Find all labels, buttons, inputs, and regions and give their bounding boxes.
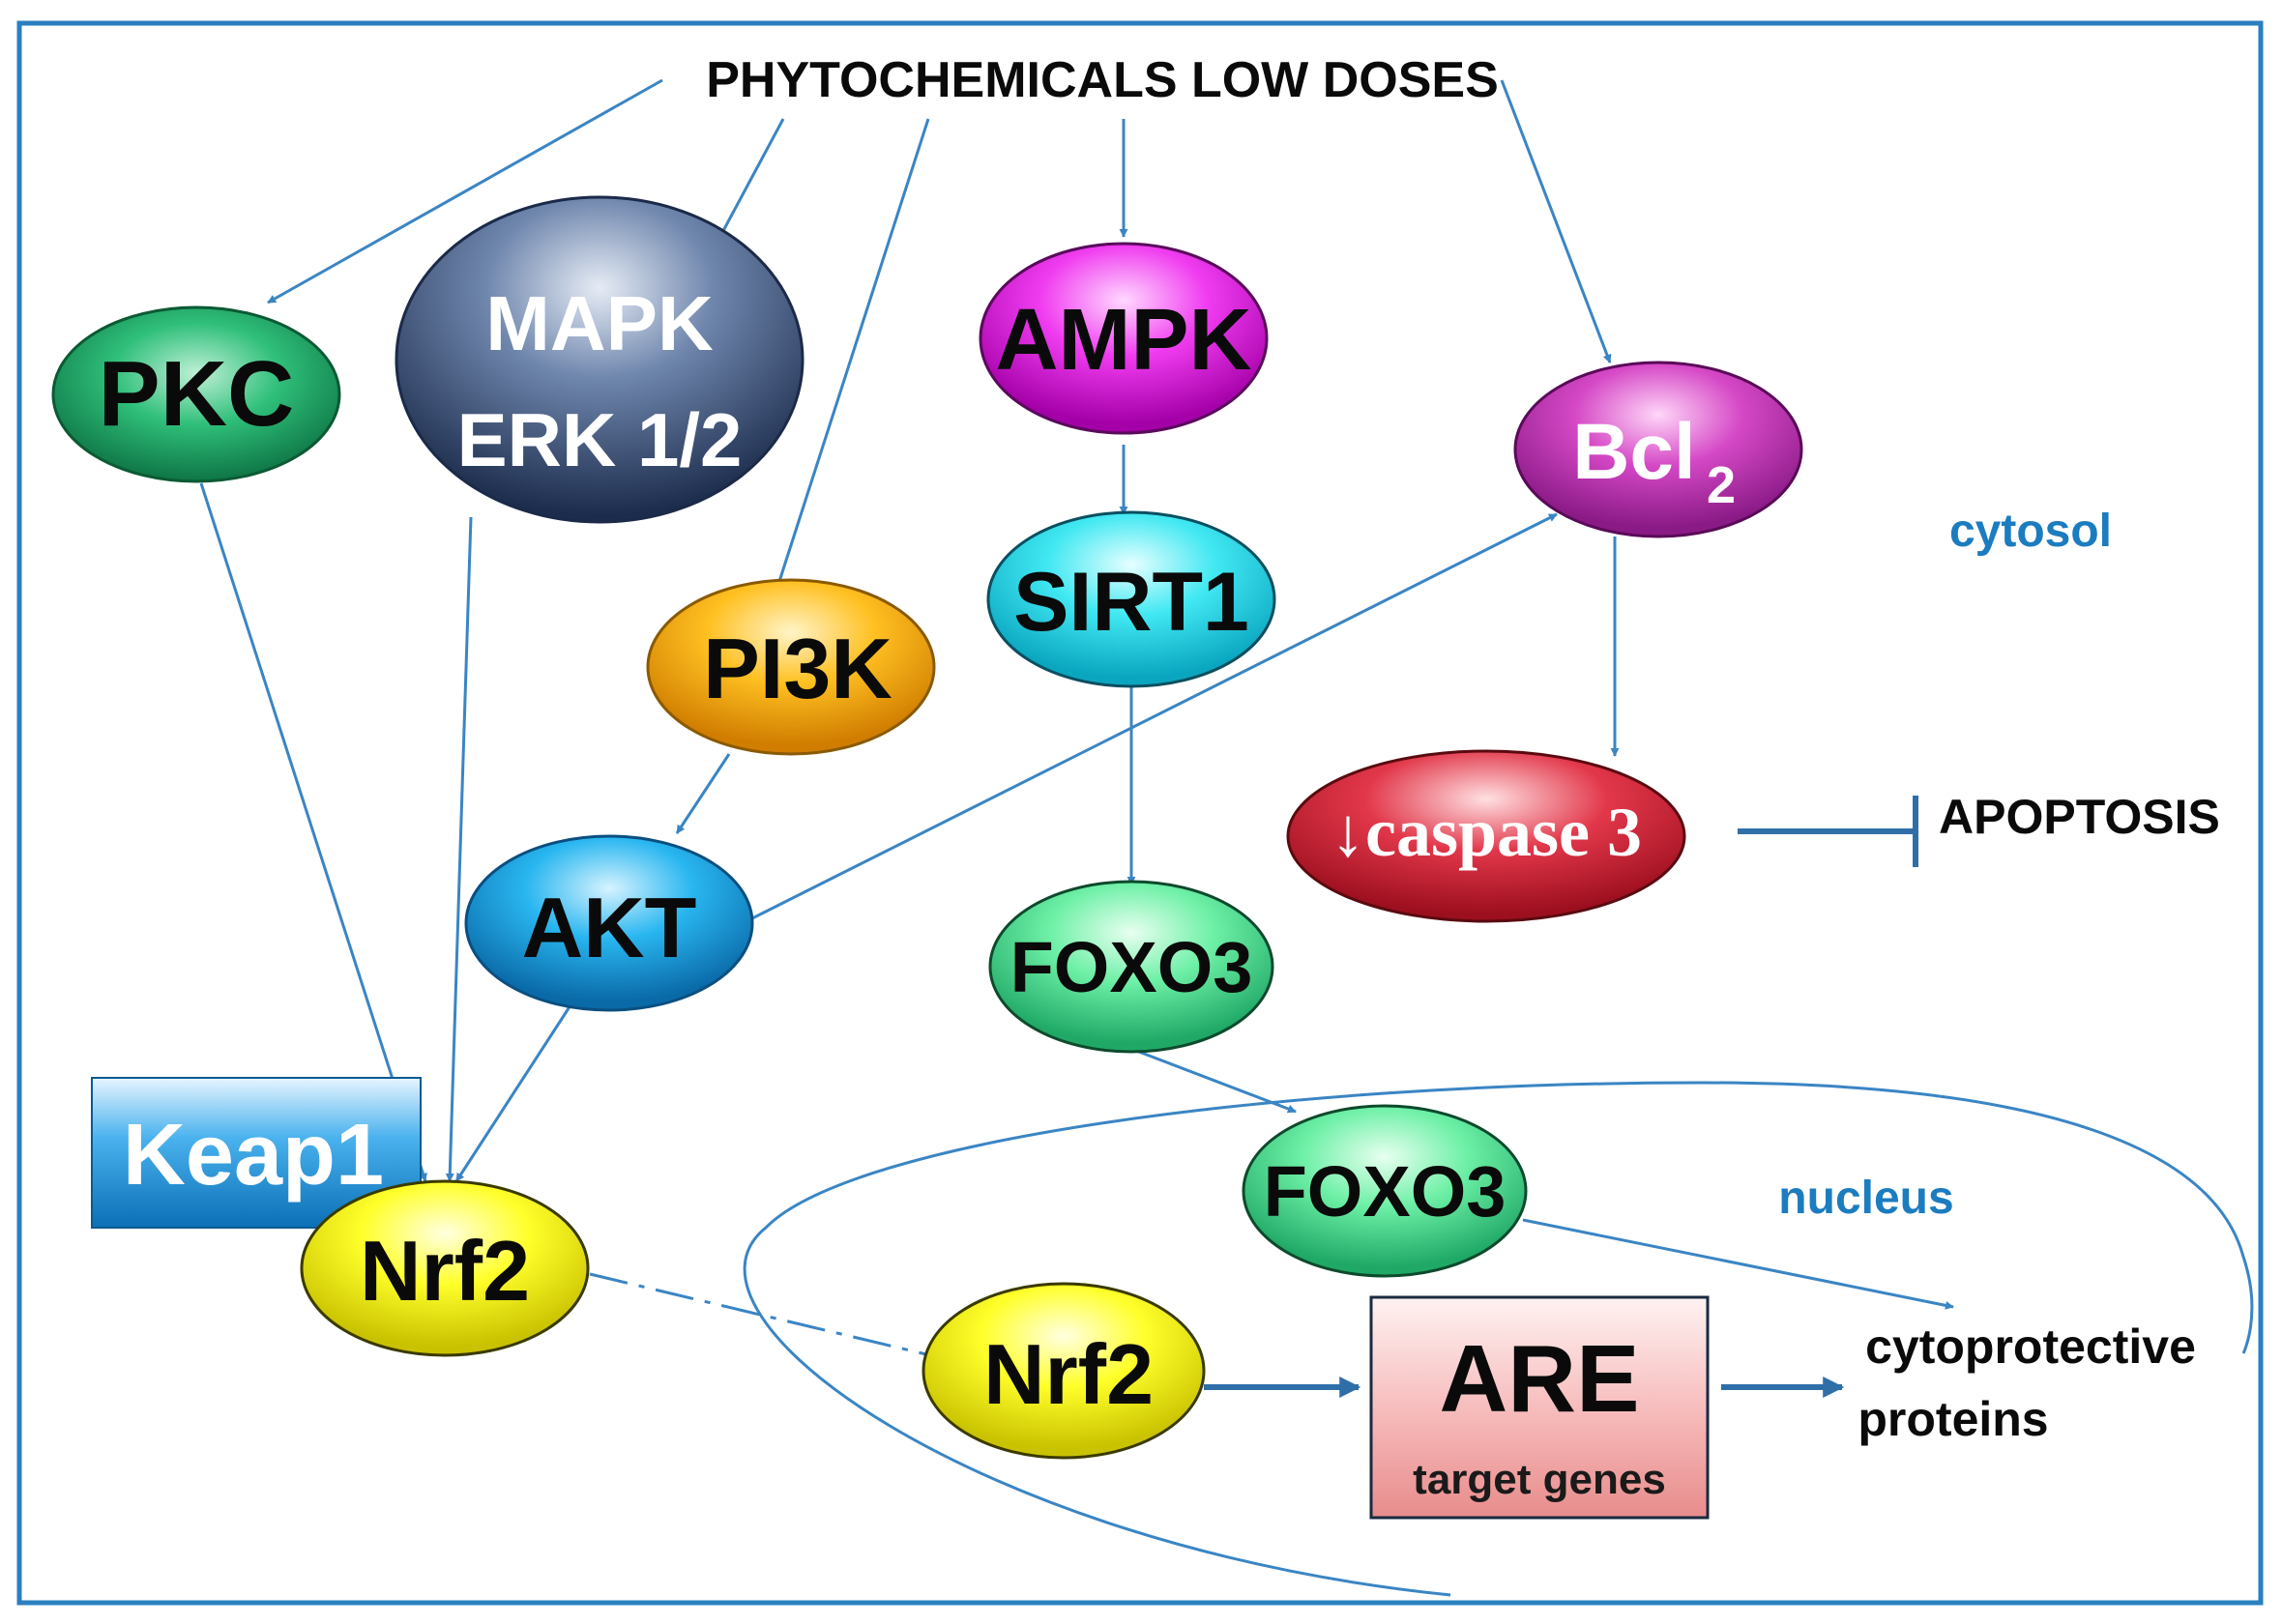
arrow-akt-bcl2 bbox=[751, 512, 1558, 920]
erk-label: ERK 1/2 bbox=[457, 397, 743, 482]
ampk-label: AMPK bbox=[996, 292, 1252, 389]
apoptosis-label: APOPTOSIS bbox=[1939, 790, 2220, 844]
node-akt: AKT bbox=[464, 834, 754, 1012]
nucleus-label: nucleus bbox=[1778, 1173, 1953, 1224]
arrow-header-mapk bbox=[717, 118, 785, 241]
node-nrf2-cytosol: Nrf2 bbox=[300, 1179, 590, 1357]
cytoprotective-label: cytoprotective bbox=[1865, 1320, 2196, 1374]
are-subtitle: target genes bbox=[1413, 1456, 1666, 1503]
node-bcl2: Bcl 2 bbox=[1513, 361, 1803, 538]
foxo3-cytosol-label: FOXO3 bbox=[1010, 927, 1253, 1007]
arrow-header-pkc bbox=[267, 78, 663, 304]
header-title: PHYTOCHEMICALS LOW DOSES bbox=[706, 52, 1499, 108]
node-mapk-erk: MAPK ERK 1/2 bbox=[395, 195, 805, 524]
sirt1-label: SIRT1 bbox=[1013, 556, 1249, 649]
nrf2-cytosol-label: Nrf2 bbox=[360, 1223, 530, 1319]
akt-label: AKT bbox=[522, 880, 697, 975]
node-ampk: AMPK bbox=[979, 242, 1269, 435]
pi3k-label: PI3K bbox=[703, 621, 892, 716]
caspase3-label: ↓caspase 3 bbox=[1331, 794, 1642, 871]
proteins-label: proteins bbox=[1858, 1392, 2048, 1446]
arrow-pkc-nrf2 bbox=[199, 482, 427, 1182]
are-label: ARE bbox=[1440, 1325, 1640, 1432]
node-pi3k: PI3K bbox=[646, 578, 936, 756]
nrf2-nucleus-label: Nrf2 bbox=[983, 1326, 1154, 1422]
pkc-label: PKC bbox=[99, 342, 295, 446]
bcl2-label: Bcl bbox=[1572, 408, 1696, 496]
node-foxo3-nucleus: FOXO3 bbox=[1242, 1104, 1528, 1278]
node-foxo3-cytosol: FOXO3 bbox=[988, 880, 1274, 1054]
arrow-header-pi3k bbox=[772, 118, 930, 600]
node-caspase3: ↓caspase 3 bbox=[1286, 749, 1686, 923]
frame-border bbox=[16, 20, 2264, 1606]
arrow-layer bbox=[199, 78, 1954, 1357]
arrow-pi3k-akt bbox=[675, 753, 731, 834]
node-are: ARE target genes bbox=[1369, 1295, 1710, 1520]
arrow-header-bcl2 bbox=[1500, 79, 1612, 363]
arrow-foxo3-cytoprotective bbox=[1522, 1218, 1954, 1310]
mapk-label: MAPK bbox=[485, 280, 714, 366]
arrow-mapk-nrf2 bbox=[445, 516, 473, 1182]
node-pkc: PKC bbox=[51, 305, 341, 483]
nrf2-translocation-line bbox=[589, 1272, 931, 1357]
foxo3-nucleus-label: FOXO3 bbox=[1264, 1151, 1507, 1232]
arrow-akt-nrf2 bbox=[454, 1004, 572, 1182]
bcl2-subscript: 2 bbox=[1707, 456, 1736, 514]
cytosol-label: cytosol bbox=[1949, 506, 2112, 557]
arrow-foxo3-foxo3 bbox=[1130, 1047, 1297, 1114]
node-sirt1: SIRT1 bbox=[986, 510, 1276, 688]
keap1-label: Keap1 bbox=[123, 1107, 384, 1204]
node-nrf2-nucleus: Nrf2 bbox=[922, 1282, 1206, 1460]
nucleus-boundary bbox=[743, 1081, 2254, 1597]
